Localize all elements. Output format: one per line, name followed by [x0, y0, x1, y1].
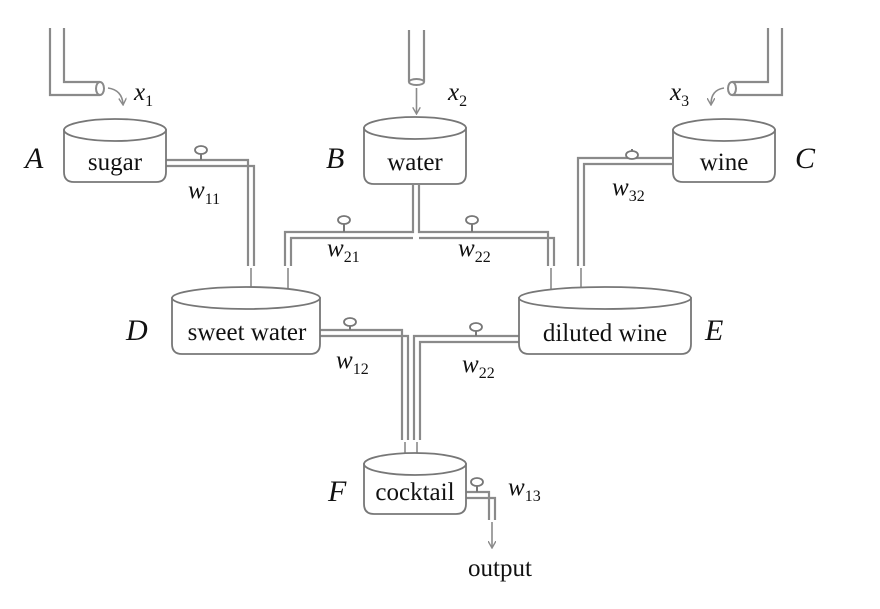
valve-w12 — [343, 317, 357, 330]
tank-B — [363, 116, 467, 185]
pipe-B-split — [283, 185, 556, 298]
tank-F-letter: F — [327, 475, 347, 508]
tank-E-name: diluted wine — [543, 320, 667, 347]
valve-label-w22-top: w22 — [458, 235, 491, 266]
pipe-D-to-F — [320, 328, 410, 466]
valve-label-w22-bottom: w22 — [462, 351, 495, 382]
pipe-F-output — [466, 490, 497, 547]
input-pipe-x3 — [711, 28, 784, 104]
tank-F — [363, 452, 467, 515]
input-label-x1: x1 — [133, 79, 153, 110]
tank-E-letter: E — [704, 314, 723, 347]
tank-B-name: water — [387, 149, 443, 176]
valve-w22-bottom — [469, 322, 483, 336]
tank-D — [171, 286, 321, 355]
valve-w21 — [337, 215, 351, 232]
valve-label-w21: w21 — [327, 235, 360, 266]
valve-w32 — [625, 149, 639, 160]
tank-C-letter: C — [795, 142, 816, 175]
valve-w11 — [194, 145, 208, 160]
valve-label-w12: w12 — [336, 347, 369, 378]
tank-B-letter: B — [326, 142, 344, 175]
tank-D-name: sweet water — [188, 319, 307, 346]
valve-w13 — [470, 477, 484, 492]
tank-C — [672, 118, 776, 183]
tank-A — [63, 118, 167, 183]
valve-label-w13: w13 — [508, 474, 541, 505]
tank-A-name: sugar — [88, 149, 143, 176]
pipe-A-to-D — [165, 158, 256, 298]
tank-F-name: cocktail — [375, 479, 454, 506]
input-pipe-x1 — [48, 28, 123, 104]
tank-D-letter: D — [125, 314, 148, 347]
tank-C-name: wine — [700, 149, 749, 176]
valve-label-w11: w11 — [188, 177, 220, 208]
valve-label-w32: w32 — [612, 174, 645, 205]
tank-A-letter: A — [23, 142, 44, 175]
input-pipe-x2 — [407, 30, 426, 113]
output-label: output — [468, 555, 532, 582]
valve-w22-top — [465, 215, 479, 232]
input-label-x3: x3 — [669, 79, 689, 110]
input-label-x2: x2 — [447, 79, 467, 110]
tank-E — [518, 286, 692, 355]
